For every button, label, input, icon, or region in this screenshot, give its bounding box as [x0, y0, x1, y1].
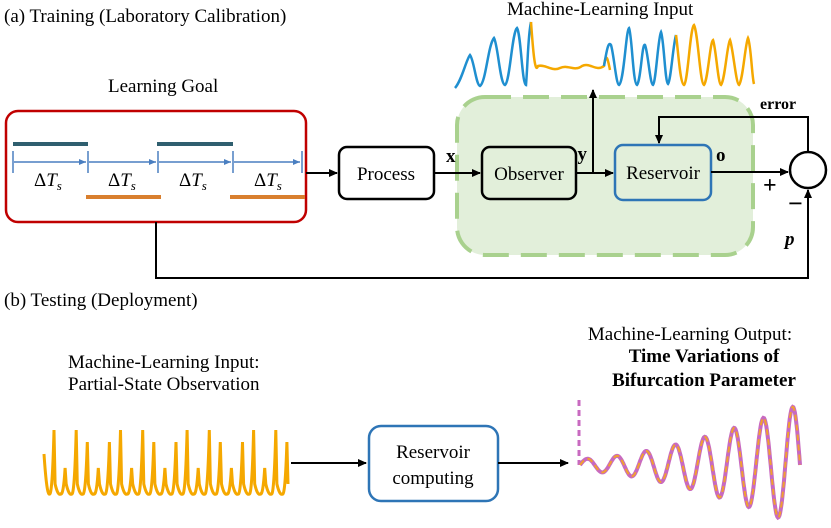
- interval-label-4: ΔTs: [254, 170, 282, 193]
- process-label: Process: [357, 164, 415, 185]
- test-input-title-1: Machine-Learning Input:: [68, 352, 260, 373]
- signal-o-label: o: [716, 145, 726, 166]
- learning-goal-title: Learning Goal: [108, 76, 218, 97]
- reservoir-computing-label-2: computing: [392, 468, 474, 489]
- error-feedback-line: [655, 116, 809, 152]
- signal-x-label: x: [446, 146, 456, 167]
- signal-y-label: y: [578, 144, 588, 165]
- test-output-title-3: Bifurcation Parameter: [612, 370, 796, 391]
- ml-input-signal-blue: [454, 21, 533, 89]
- interval-label-1: ΔTs: [34, 170, 62, 193]
- test-output-title-2: Time Variations of: [629, 346, 780, 367]
- testing-caption: (b) Testing (Deployment): [4, 290, 198, 311]
- test-output-title-1: Machine-Learning Output:: [588, 324, 792, 345]
- param-p-label: p: [783, 229, 795, 250]
- reservoir-computing-box: [367, 424, 500, 503]
- error-label: error: [760, 96, 796, 113]
- summing-junction: [788, 150, 828, 190]
- test-output-signal-pink: [578, 404, 802, 521]
- reservoir-computing-label-1: Reservoir: [396, 442, 471, 463]
- ml-input-signal-orange-2: [674, 23, 756, 87]
- observer-label: Observer: [494, 164, 564, 185]
- plus-sign: +: [763, 173, 777, 199]
- reservoir-label: Reservoir: [626, 163, 701, 184]
- ml-input-signal-orange-1: [529, 21, 612, 71]
- test-input-title-2: Partial-State Observation: [68, 374, 260, 395]
- parameter-feedback-line: [155, 189, 812, 279]
- test-input-signal: [42, 429, 290, 496]
- ml-input-signal-blue-2: [602, 26, 678, 87]
- training-caption: (a) Training (Laboratory Calibration): [4, 6, 286, 27]
- learning-goal-box: [4, 109, 308, 224]
- interval-label-3: ΔTs: [179, 170, 207, 193]
- test-output-signal-orange: [579, 405, 801, 519]
- interval-ticks: [12, 151, 303, 173]
- minus-sign: −: [788, 189, 803, 218]
- interval-label-2: ΔTs: [108, 170, 136, 193]
- ml-input-title: Machine-Learning Input: [507, 0, 694, 20]
